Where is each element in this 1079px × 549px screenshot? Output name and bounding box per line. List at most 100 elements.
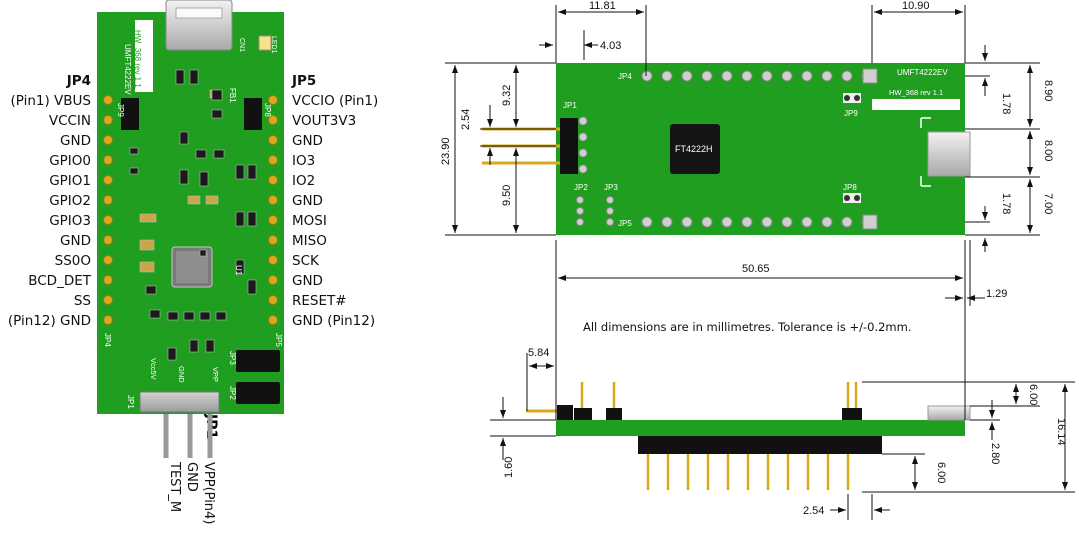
- passive-component: [139, 213, 157, 223]
- jp5-row-pads: [641, 214, 878, 230]
- jp4-pad: [103, 135, 113, 145]
- jp5-pin-12: GND (Pin12): [292, 313, 376, 329]
- svg-text:JP2: JP2: [228, 386, 237, 400]
- jp4-pad: [103, 255, 113, 265]
- chip-label: FT4222H: [675, 144, 713, 154]
- jp5-pad: [268, 135, 278, 145]
- passive-component: [189, 69, 199, 85]
- jp1-pad: [578, 132, 588, 142]
- passive-component: [139, 239, 155, 251]
- jp4-pad: [103, 295, 113, 305]
- svg-text:HW_368 rev 1.1: HW_368 rev 1.1: [133, 30, 142, 88]
- dim-1-29: 1.29: [986, 288, 1007, 300]
- jp5-pad: [268, 195, 278, 205]
- jp4-pin-11: SS: [73, 293, 91, 309]
- dimensions-note: All dimensions are in millimetres. Toler…: [583, 320, 912, 334]
- jp2-pad: [576, 207, 584, 215]
- jp5-row-pad: [721, 216, 733, 228]
- silk-strip: [135, 20, 153, 92]
- jp4-row-pad: [841, 70, 853, 82]
- jp5-pin-10: GND: [292, 273, 323, 289]
- passive-component: [187, 195, 201, 205]
- dimension-arrows: [452, 9, 1068, 513]
- jp4-pin1-pad: [862, 68, 878, 84]
- jp4-pad: [103, 275, 113, 285]
- dim-6-00-pin: 6.00: [935, 462, 947, 483]
- dim-1-78-bottom: 1.78: [1000, 193, 1012, 214]
- jp2-pad: [576, 218, 584, 226]
- bottom-header: [638, 436, 882, 454]
- dim-9-32: 9.32: [501, 85, 513, 106]
- passive-component: [179, 131, 189, 145]
- jp4-row-pad: [741, 70, 753, 82]
- jp4-pin-12: (Pin12) GND: [7, 313, 91, 329]
- jp5-pin-4: IO3: [292, 153, 316, 169]
- svg-text:JP8: JP8: [263, 103, 272, 117]
- dim-1-60: 1.60: [503, 457, 515, 478]
- dim-8-90: 8.90: [1042, 80, 1054, 101]
- jp5-pin-6: GND: [292, 193, 323, 209]
- jp3-pad: [606, 207, 614, 215]
- dimension-labels: 11.81 10.90 4.03 2.54 9.32 23.90 9.50 1.…: [440, 0, 1067, 517]
- jp5-row-pad: [641, 216, 653, 228]
- passive-component: [149, 309, 161, 319]
- dim-16-14: 16.14: [1055, 418, 1067, 446]
- svg-text:JP5: JP5: [618, 219, 632, 228]
- svg-text:VPP: VPP: [211, 367, 220, 382]
- jp5-pads: [268, 95, 278, 325]
- jp4-row-pad: [701, 70, 713, 82]
- right-pcb-top-view: FT4222H UMFT4222EV HW_368 rev 1.1 JP4 JP…: [482, 63, 971, 235]
- dim-11-81: 11.81: [589, 0, 616, 12]
- svg-text:UMFT4222EV: UMFT4222EV: [897, 68, 948, 77]
- dim-50-65: 50.65: [742, 263, 770, 275]
- jp4-row-pad: [661, 70, 673, 82]
- dim-1-78-top: 1.78: [1000, 93, 1012, 114]
- passive-component: [179, 169, 189, 185]
- jp1-right-jumper: [560, 118, 578, 174]
- jp5-pad: [268, 275, 278, 285]
- usb-connector-right: [927, 131, 971, 177]
- ft4222h-chip: [670, 124, 720, 174]
- side-view: [526, 382, 971, 490]
- jp5-pin-1: VCCIO (Pin1): [292, 93, 379, 109]
- jp4-pin-4: GPIO0: [49, 153, 91, 169]
- jp4-pad: [103, 235, 113, 245]
- svg-text:JP9: JP9: [116, 103, 125, 117]
- dim-10-90: 10.90: [902, 0, 930, 12]
- jp5-row-pad: [801, 216, 813, 228]
- jp5-pad: [268, 115, 278, 125]
- passive-component: [199, 311, 211, 321]
- dim-9-50: 9.50: [501, 185, 513, 206]
- jp5-pin-5: IO2: [292, 173, 316, 189]
- svg-text:JP9: JP9: [844, 109, 858, 118]
- jp4-pin-9: SS0O: [54, 253, 91, 269]
- jp1-pad: [578, 116, 588, 126]
- jp3-pad: [606, 196, 614, 204]
- jp4-row-pad: [761, 70, 773, 82]
- jp1-header-block: [139, 391, 220, 413]
- svg-text:GND: GND: [177, 366, 186, 383]
- jp4-row-pad: [721, 70, 733, 82]
- jp4-row-pads: [641, 68, 878, 84]
- jp5-pad: [268, 255, 278, 265]
- jp5-pin12-pad: [862, 214, 878, 230]
- side-pcb: [556, 420, 965, 436]
- jp4-pad: [103, 215, 113, 225]
- svg-text:LED1: LED1: [270, 36, 277, 54]
- jp4-pad: [103, 95, 113, 105]
- passive-component: [129, 167, 139, 175]
- svg-text:JP3: JP3: [604, 183, 618, 192]
- svg-text:UMFT4222EV: UMFT4222EV: [123, 44, 132, 95]
- passive-component: [199, 249, 207, 257]
- jp1-pad: [578, 148, 588, 158]
- jp4-pin-2: VCCIN: [48, 113, 91, 129]
- dim-5-84: 5.84: [528, 347, 549, 359]
- dim-2-80: 2.80: [989, 443, 1001, 464]
- jp5-pad: [268, 95, 278, 105]
- dim-2-54-top: 2.54: [460, 109, 472, 130]
- jp5-pin-3: GND: [292, 133, 323, 149]
- jp5-pad: [268, 235, 278, 245]
- passive-component: [247, 164, 257, 180]
- jp5-pad: [268, 215, 278, 225]
